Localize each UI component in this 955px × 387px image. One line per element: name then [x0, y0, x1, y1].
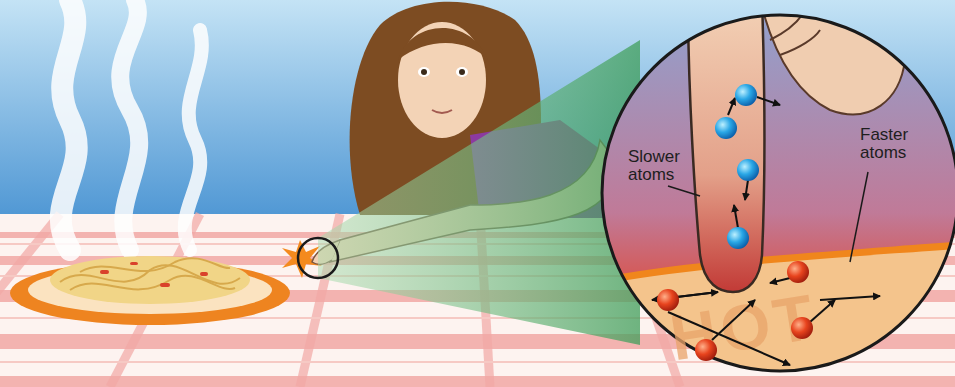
steam: [61, 0, 202, 250]
magnifier-spot: [298, 238, 338, 278]
zoom-inset: [595, 0, 955, 387]
atom-label: Slower atoms: [628, 148, 698, 184]
leader-lines: [668, 172, 868, 262]
slow-atoms: [715, 84, 759, 249]
spaghetti-plate: [10, 256, 290, 325]
magnifier-cone: [318, 40, 640, 345]
atom-label: Faster atoms: [860, 126, 930, 162]
zoom-circle: [602, 15, 955, 371]
